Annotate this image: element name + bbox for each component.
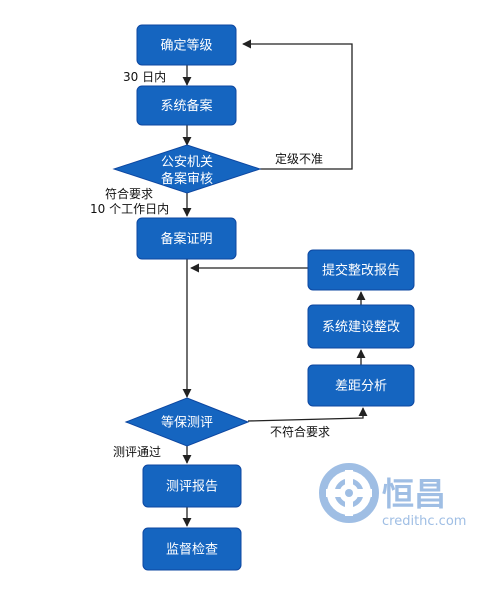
- node-assessment-label: 等保测评: [161, 415, 213, 431]
- node-supervision-label: 监督检查: [166, 543, 218, 558]
- watermark-brand: 恒昌: [382, 475, 446, 513]
- node-filing-label: 系统备案: [160, 98, 212, 114]
- label-meets-requirements: 符合要求: [105, 186, 153, 201]
- edge-assessment-fail-to-gap: [247, 407, 368, 422]
- node-submit-report: 提交整改报告: [307, 249, 415, 291]
- node-police-review: 公安机关 备案审核: [112, 144, 262, 194]
- edge-review-reject-to-grade: [242, 39, 353, 170]
- node-supervision: 监督检查: [142, 527, 242, 571]
- node-police-review-line2: 备案审核: [161, 171, 213, 187]
- node-submit-report-label: 提交整改报告: [322, 263, 400, 279]
- node-certificate: 备案证明: [136, 217, 237, 260]
- node-grade-label: 确定等级: [160, 38, 212, 54]
- node-assessment-report-label: 测评报告: [166, 480, 218, 495]
- label-reject-grade: 定级不准: [275, 151, 323, 166]
- node-certificate-label: 备案证明: [160, 231, 212, 247]
- label-assessment-passed: 测评通过: [113, 445, 161, 459]
- node-system-rectify-label: 系统建设整改: [322, 320, 400, 335]
- label-within-30-days: 30 日内: [123, 70, 166, 84]
- node-assessment: 等保测评: [124, 397, 250, 447]
- label-within-10-workdays: 10 个工作日内: [90, 202, 169, 216]
- node-gap-analysis: 差距分析: [307, 364, 415, 407]
- watermark-domain: credithc.com: [382, 514, 466, 529]
- node-assessment-report: 测评报告: [142, 464, 242, 508]
- label-not-meet-requirements: 不符合要求: [270, 424, 330, 439]
- node-system-rectify: 系统建设整改: [307, 304, 415, 349]
- node-gap-analysis-label: 差距分析: [335, 379, 387, 394]
- node-filing: 系统备案: [136, 85, 237, 126]
- credit-shield-logo-icon: [319, 463, 379, 523]
- node-police-review-line1: 公安机关: [161, 155, 213, 170]
- node-grade: 确定等级: [136, 24, 237, 66]
- watermark: 恒昌 credithc.com: [319, 463, 466, 529]
